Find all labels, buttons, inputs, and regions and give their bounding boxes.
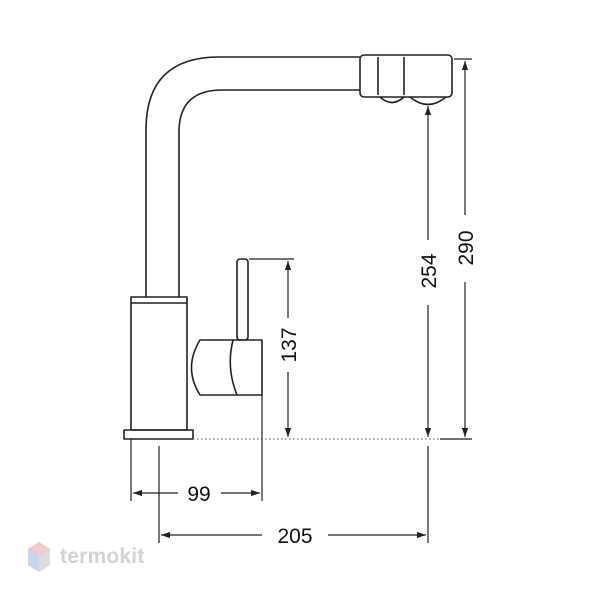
faucet-base-plate [123, 429, 194, 440]
dimension-290-label: 290 [455, 230, 478, 265]
dimension-99-label: 99 [187, 483, 210, 506]
dimension-290 [440, 58, 472, 440]
faucet-spout-tube [145, 56, 360, 297]
dimension-254-label: 254 [418, 253, 441, 288]
faucet-aerator [379, 96, 447, 106]
faucet-body [130, 296, 188, 431]
brand-watermark: termokit [26, 537, 144, 577]
dimension-99 [130, 395, 263, 501]
brand-name: termokit [60, 545, 145, 568]
faucet-outline [123, 54, 453, 440]
dimension-137-label: 137 [278, 327, 301, 362]
faucet-spray-head [359, 54, 453, 98]
dimension-137 [249, 258, 294, 437]
faucet-cartridge [190, 339, 228, 396]
hexagon-logo-icon [28, 542, 50, 572]
dimension-205 [158, 446, 429, 543]
faucet-lever [236, 258, 249, 341]
dimension-205-label: 205 [277, 525, 312, 548]
